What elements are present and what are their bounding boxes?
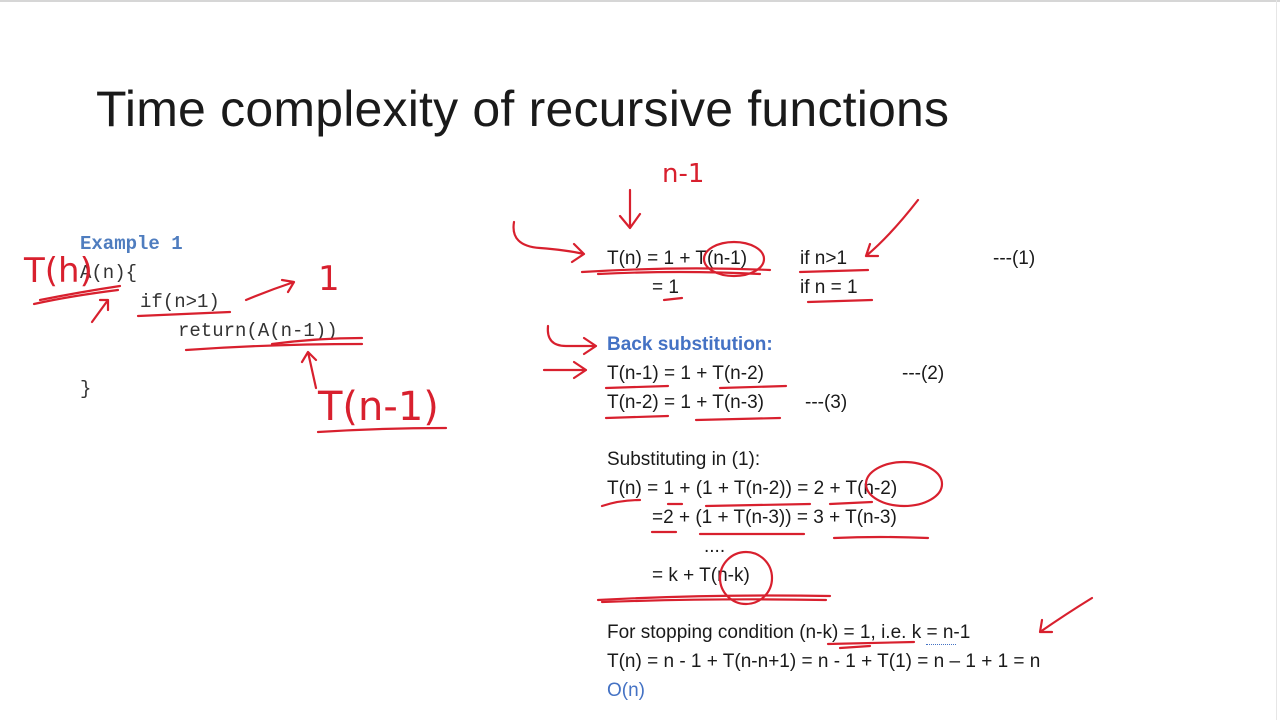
recurrence-row-2-condition: if n = 1: [800, 277, 858, 298]
ink-underline-sub2b: [832, 535, 930, 540]
equation-label-1: ---(1): [993, 248, 1036, 269]
annotation-t-n-minus-1: T(n-1): [317, 384, 439, 430]
ink-arrow-recurrence: [512, 220, 586, 264]
ink-underline-general-2: [600, 598, 828, 604]
equation-label-2: ---(2): [902, 363, 945, 384]
ink-arrow-up: [300, 350, 318, 390]
complexity-result: O(n): [607, 680, 645, 701]
ink-underline-tn1: [316, 426, 448, 434]
substitution-line-general: = k + T(n-k): [652, 565, 750, 586]
substituting-heading: Substituting in (1):: [607, 449, 761, 470]
stopping-condition-prefix: For stopping condition (n-k) = 1,: [607, 622, 882, 643]
annotation-one: 1: [318, 259, 340, 299]
ink-underline-eq2: [604, 384, 788, 390]
ink-underline-sub1: [666, 500, 874, 508]
ink-underline-an-2: [38, 284, 122, 302]
substitution-line-1: T(n) = 1 + (1 + T(n-2)) = 2 + T(n-2): [607, 478, 898, 499]
code-line-return: return(A(n-1)): [178, 320, 338, 342]
ink-arrow-back-sub: [546, 324, 598, 356]
code-line-function: A(n){: [80, 262, 138, 284]
example-heading: Example 1: [80, 233, 183, 255]
ie-spellcheck-underline: [926, 644, 956, 645]
ink-underline-eq3: [604, 414, 782, 422]
equation-label-3: ---(3): [805, 392, 848, 413]
ink-arrow-up-left: [90, 298, 110, 324]
back-substitution-heading: Back substitution:: [607, 334, 773, 355]
ink-underline-cond2: [806, 298, 874, 304]
code-line-if: if(n>1): [140, 291, 220, 313]
substitution-ellipsis: ....: [704, 536, 726, 557]
ink-arrow-stop: [1038, 596, 1094, 634]
ink-underline-sub2: [650, 530, 806, 536]
final-result: T(n) = n - 1 + T(n-n+1) = n - 1 + T(1) =…: [607, 651, 1041, 672]
stopping-condition-suffix: k = n-1: [906, 622, 971, 643]
code-line-close: }: [80, 378, 92, 400]
right-divider: [1276, 0, 1277, 720]
recurrence-row-1-condition: if n>1: [800, 248, 848, 269]
ink-arrow-to-one: [244, 278, 296, 302]
slide-title: Time complexity of recursive functions: [96, 81, 950, 137]
substitution-line-2: =2 + (1 + T(n-3)) = 3 + T(n-3): [652, 507, 897, 528]
annotation-n-minus-1: n-1: [662, 159, 704, 189]
ink-arrow-eq2: [542, 360, 588, 380]
stopping-condition: For stopping condition (n-k) = 1, i.e. k…: [607, 622, 970, 644]
ink-underline-general: [596, 594, 832, 602]
ink-underline-return: [184, 342, 364, 352]
ink-underline-row1-2: [596, 270, 762, 276]
ie-abbreviation: i.e.: [881, 622, 907, 643]
equation-3: T(n-2) = 1 + T(n-3): [607, 392, 764, 413]
recurrence-row-1: T(n) = 1 + T(n-1): [607, 248, 748, 269]
top-divider: [0, 0, 1280, 2]
ink-arrow-down: [618, 188, 642, 230]
equation-2: T(n-1) = 1 + T(n-2): [607, 363, 764, 384]
ink-underline-tn: [600, 498, 642, 508]
ink-underline-cond1: [798, 268, 870, 274]
ink-underline-an: [32, 288, 120, 306]
recurrence-row-2: = 1: [652, 277, 679, 298]
ink-arrow-condition: [864, 198, 920, 258]
